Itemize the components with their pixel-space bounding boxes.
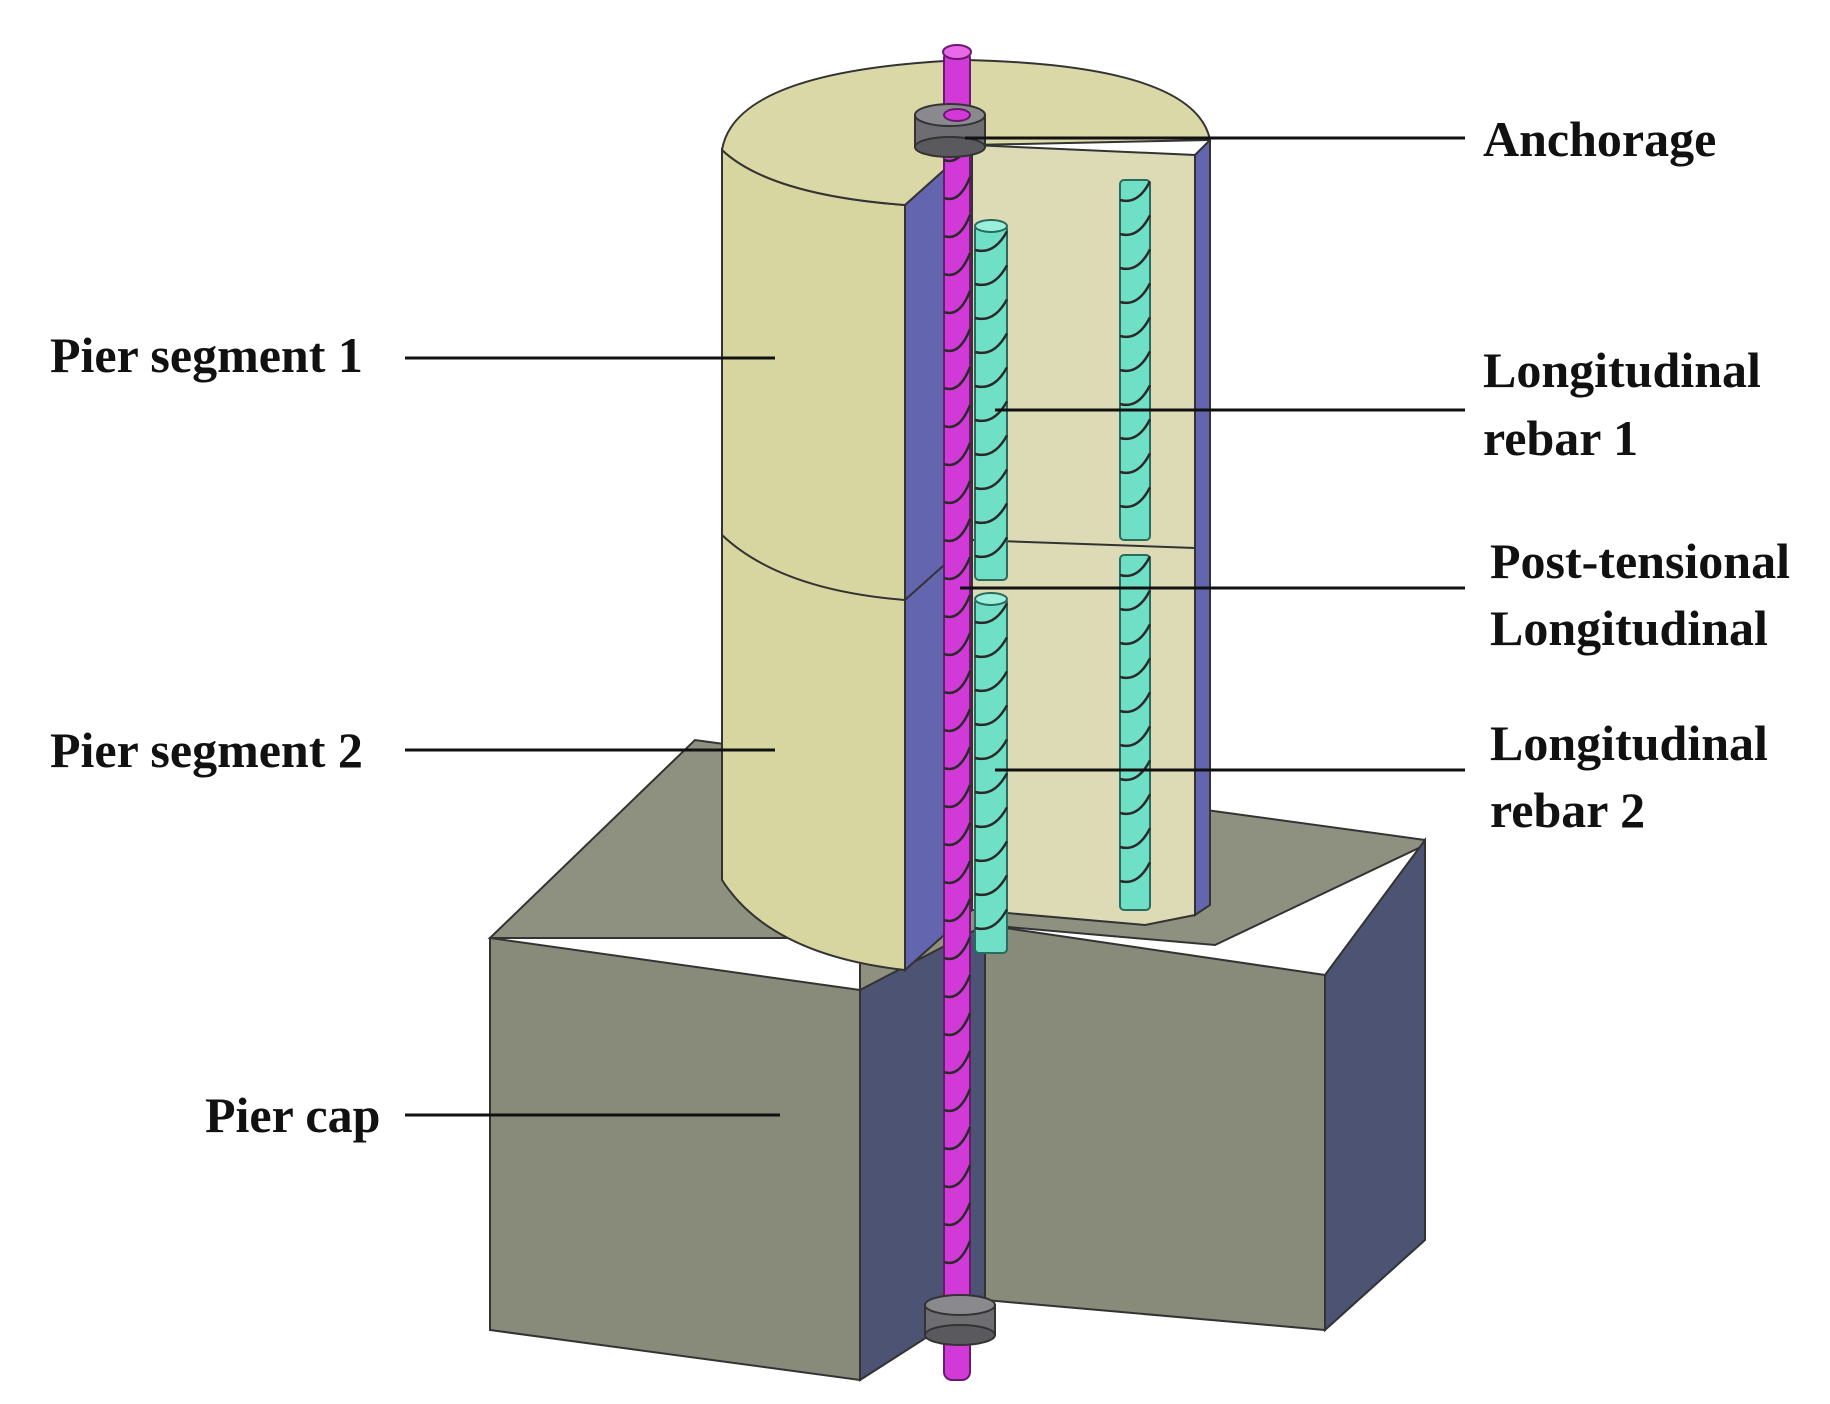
tendon-rib bbox=[943, 974, 972, 999]
rebar-1-rib bbox=[974, 434, 1009, 457]
rebar-back-rib bbox=[1119, 657, 1152, 680]
label-longitudinal-rebar-1-line2: rebar 1 bbox=[1483, 410, 1638, 466]
label-pier-segment-2: Pier segment 2 bbox=[50, 722, 363, 778]
tendon-rib bbox=[943, 556, 972, 581]
tendon-rib bbox=[943, 290, 972, 315]
tendon-rib bbox=[943, 518, 972, 543]
rebar-2-rib bbox=[974, 738, 1009, 761]
rebar-back-rib bbox=[1119, 452, 1152, 475]
tendon-rib bbox=[943, 898, 972, 923]
rebar-1-rib bbox=[974, 366, 1009, 389]
rebar-back-rib bbox=[1119, 827, 1152, 850]
segment-joint bbox=[721, 534, 1196, 602]
rebar-2-rib bbox=[974, 636, 1009, 659]
column-outer-surface bbox=[721, 147, 906, 972]
label-post-tensional-line1: Post-tensional bbox=[1490, 533, 1790, 589]
rebar-back-rib bbox=[1119, 418, 1152, 441]
tendon-rib bbox=[943, 1050, 972, 1075]
rebar-2-rib bbox=[974, 704, 1009, 727]
tendon-rib bbox=[943, 860, 972, 885]
rebar-1-rib bbox=[974, 298, 1009, 321]
rebar-2-rib bbox=[974, 602, 1009, 625]
pier-cap-left-front bbox=[489, 936, 861, 1382]
rebar-back-rib bbox=[1119, 282, 1152, 305]
label-post-tensional-line2: Longitudinal bbox=[1490, 600, 1768, 656]
rebar-back-rib bbox=[1119, 793, 1152, 816]
anchorage-bottom bbox=[924, 1294, 996, 1346]
tendon-rib bbox=[943, 442, 972, 467]
rebar-back-rib bbox=[1119, 623, 1152, 646]
tendon-rib bbox=[943, 936, 972, 961]
tendon-rib bbox=[943, 1088, 972, 1113]
rebar-1-rib bbox=[974, 400, 1009, 423]
rebar-back-rib bbox=[1119, 589, 1152, 612]
tendon-rib bbox=[943, 594, 972, 619]
tendon-rib bbox=[943, 670, 972, 695]
tendon-rib bbox=[943, 480, 972, 505]
tendon-rib bbox=[943, 252, 972, 277]
label-longitudinal-rebar-2-line1: Longitudinal bbox=[1490, 715, 1768, 771]
rebar-back-rib bbox=[1119, 316, 1152, 339]
leader-lines bbox=[405, 136, 1465, 1117]
label-longitudinal-rebar-1-line1: Longitudinal bbox=[1483, 342, 1761, 398]
tendon-rib bbox=[943, 708, 972, 733]
post-tension-tendon bbox=[942, 44, 972, 1381]
rebar-back-rib bbox=[1119, 180, 1152, 203]
rebar-back-rib bbox=[1119, 248, 1152, 271]
rebar-1-rib bbox=[974, 230, 1009, 253]
rebar-1-rib bbox=[974, 332, 1009, 355]
rebar-back bbox=[1119, 179, 1152, 911]
label-pier-segment-1: Pier segment 1 bbox=[50, 327, 363, 383]
rebar-1-rib bbox=[974, 264, 1009, 287]
tendon-rib bbox=[943, 328, 972, 353]
rebar-back-rib bbox=[1119, 861, 1152, 884]
rebar-1-rib bbox=[974, 536, 1009, 559]
tendon-rib bbox=[943, 214, 972, 239]
rebar-back-rib bbox=[1119, 725, 1152, 748]
rebar-2-rib bbox=[974, 840, 1009, 863]
tendon-rib bbox=[943, 822, 972, 847]
longitudinal-rebar-1-bar bbox=[974, 224, 1008, 581]
tendon-rib bbox=[943, 1202, 972, 1227]
tendon-rib bbox=[943, 404, 972, 429]
rebar-2-rib bbox=[974, 806, 1009, 829]
tendon-rib bbox=[943, 632, 972, 657]
tendon-rib bbox=[943, 746, 972, 771]
rebar-back-rib bbox=[1119, 486, 1152, 509]
rebar-back-rib bbox=[1119, 350, 1152, 373]
rebar-2-rib bbox=[974, 908, 1009, 931]
rebar-1-rib bbox=[974, 502, 1009, 525]
tendon-rib bbox=[943, 1126, 972, 1151]
tendon-rib bbox=[943, 366, 972, 391]
rebar-2-rib bbox=[974, 772, 1009, 795]
rebar-back-rib bbox=[1119, 555, 1152, 578]
label-anchorage: Anchorage bbox=[1483, 111, 1716, 167]
rebar-back-rib bbox=[1119, 759, 1152, 782]
rebar-2-rib bbox=[974, 874, 1009, 897]
pier-cap-right-front bbox=[984, 923, 1326, 1332]
rebar-back-rib bbox=[1119, 214, 1152, 237]
tendon-rib bbox=[943, 176, 972, 201]
pier-cap-right-side bbox=[1324, 836, 1426, 1333]
tendon-rib bbox=[943, 1012, 972, 1037]
rebar-back-rib bbox=[1119, 384, 1152, 407]
longitudinal-rebar-2-bar bbox=[974, 597, 1008, 954]
rebar-back-rib bbox=[1119, 691, 1152, 714]
rebar-1-rib bbox=[974, 468, 1009, 491]
anchorage-top bbox=[914, 103, 986, 158]
tendon-rib bbox=[943, 1240, 972, 1265]
labels: Anchorage Pier segment 1 Longitudinal re… bbox=[50, 111, 1790, 1143]
label-longitudinal-rebar-2-line2: rebar 2 bbox=[1490, 782, 1645, 838]
label-pier-cap: Pier cap bbox=[205, 1087, 380, 1143]
column-right-cut-face bbox=[1194, 137, 1211, 917]
rebar-2-rib bbox=[974, 670, 1009, 693]
rebar-front bbox=[974, 219, 1009, 954]
tendon-rib bbox=[943, 1164, 972, 1189]
tendon-rib bbox=[943, 784, 972, 809]
